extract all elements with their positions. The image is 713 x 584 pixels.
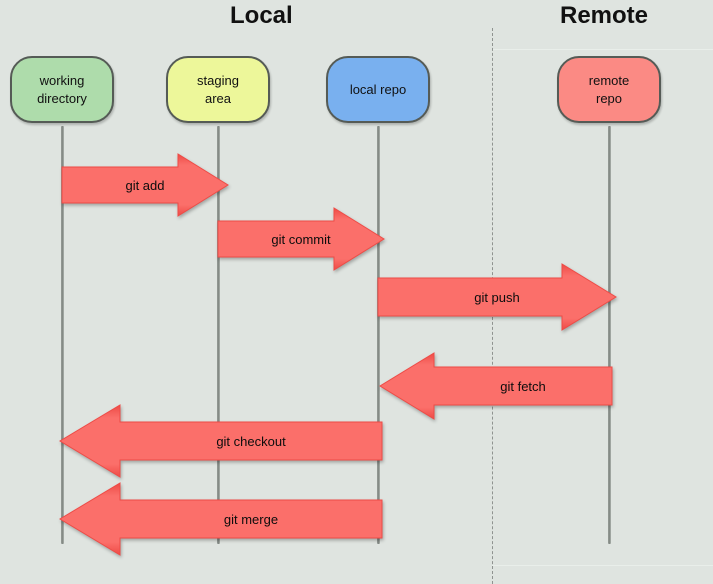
- lifeline-working-directory: [61, 126, 64, 544]
- arrow-git-merge: git merge: [59, 482, 383, 556]
- arrow-git-fetch: git fetch: [379, 352, 613, 420]
- section-title-remote: Remote: [560, 2, 649, 29]
- lifeline-local-repo: [377, 126, 380, 544]
- arrow-git-checkout: git checkout: [59, 404, 383, 478]
- section-title-local: Local: [230, 2, 293, 29]
- faint-rule-0: [492, 49, 713, 50]
- node-staging-area[interactable]: staging area: [166, 56, 270, 123]
- faint-rule-1: [492, 565, 713, 566]
- node-label-remote-repo: remote repo: [588, 73, 630, 106]
- node-working-directory[interactable]: working directory: [10, 56, 114, 123]
- lifeline-remote-repo: [608, 126, 611, 544]
- node-label-staging-area: staging area: [197, 73, 239, 106]
- arrow-git-commit: git commit: [217, 207, 385, 271]
- node-local-repo[interactable]: local repo: [326, 56, 430, 123]
- node-remote-repo[interactable]: remote repo: [557, 56, 661, 123]
- arrow-git-push: git push: [377, 263, 617, 331]
- node-label-working-directory: working directory: [37, 73, 87, 106]
- lifeline-staging-area: [217, 126, 220, 544]
- arrow-git-add: git add: [61, 153, 229, 217]
- node-label-local-repo: local repo: [349, 81, 407, 97]
